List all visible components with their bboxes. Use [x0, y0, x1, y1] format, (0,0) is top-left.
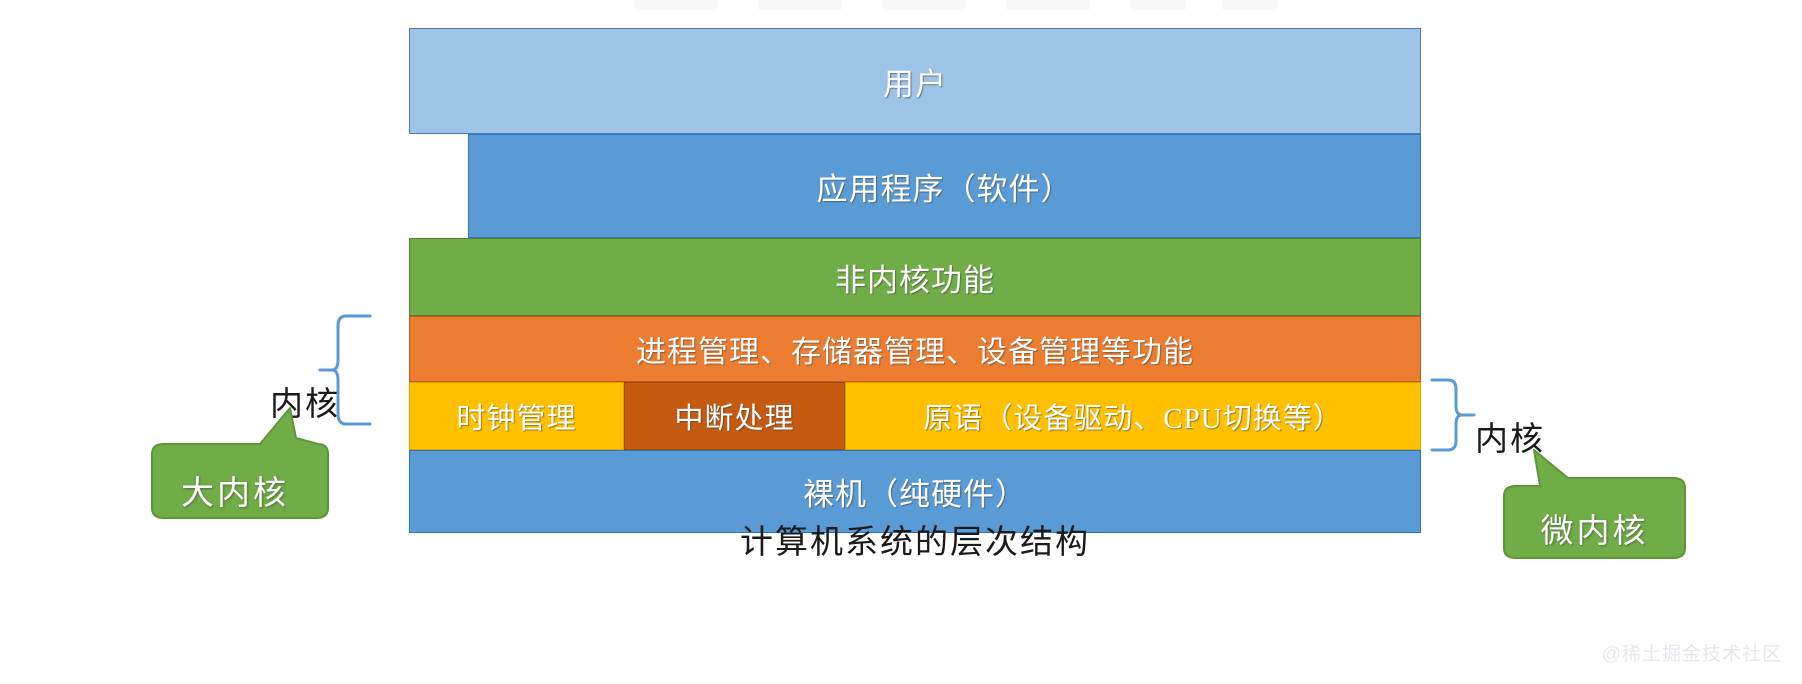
cell-interrupt-handling: 中断处理	[624, 382, 845, 450]
right-brace-label: 内核	[1475, 422, 1545, 458]
right-brace	[1428, 378, 1476, 452]
top-artifact	[1222, 0, 1278, 10]
callout-microkernel-label: 微内核	[1540, 514, 1649, 550]
watermark: @稀土掘金技术社区	[1601, 644, 1782, 665]
layer-user-label: 用户	[883, 66, 947, 102]
layer-non-kernel-functions-label: 非内核功能	[835, 262, 995, 298]
left-brace-label: 内核	[270, 387, 340, 423]
cell-clock-management-label: 时钟管理	[456, 403, 577, 435]
cell-interrupt-handling-label: 中断处理	[674, 403, 795, 435]
top-artifact	[1006, 0, 1090, 10]
left-brace	[318, 314, 374, 426]
layer-application: 应用程序（软件）	[468, 134, 1421, 238]
cell-clock-management: 时钟管理	[409, 382, 624, 450]
layer-management-functions: 进程管理、存储器管理、设备管理等功能	[409, 316, 1421, 382]
top-artifact	[758, 0, 842, 10]
layer-application-label: 应用程序（软件）	[816, 171, 1073, 207]
top-artifact	[1130, 0, 1186, 10]
layer-primitive-row: 时钟管理 中断处理 原语（设备驱动、CPU切换等）	[409, 382, 1421, 450]
top-artifact	[634, 0, 718, 10]
callout-microkernel[interactable]: 微内核	[1502, 449, 1687, 560]
layer-bare-machine: 裸机（纯硬件）	[409, 450, 1421, 533]
layer-bare-machine-label: 裸机（纯硬件）	[803, 477, 1027, 512]
layer-user: 用户	[409, 28, 1421, 134]
callout-monolithic-kernel[interactable]: 大内核	[140, 407, 330, 522]
cell-primitives: 原语（设备驱动、CPU切换等）	[845, 382, 1421, 450]
top-artifact	[882, 0, 966, 10]
layer-management-functions-label: 进程管理、存储器管理、设备管理等功能	[636, 336, 1194, 369]
cell-primitives-label: 原语（设备驱动、CPU切换等）	[923, 403, 1343, 435]
layer-non-kernel-functions: 非内核功能	[409, 238, 1421, 316]
diagram-caption: 计算机系统的层次结构	[740, 525, 1090, 561]
callout-monolithic-kernel-label: 大内核	[181, 476, 289, 512]
